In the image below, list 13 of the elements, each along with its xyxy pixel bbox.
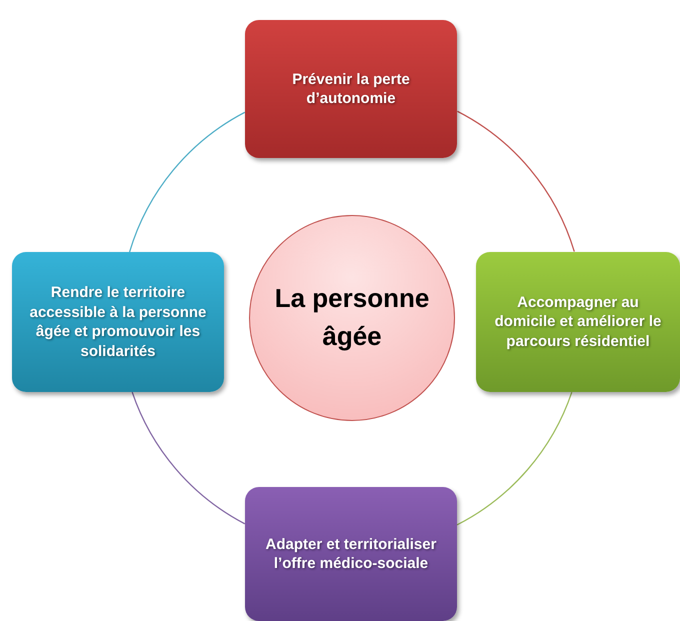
process-box: [12, 252, 224, 392]
center-label: La personne âgée: [274, 282, 430, 353]
process-box: [245, 487, 457, 621]
box-label: Accompagner au domicile et améliorer le parcours résidentiel: [494, 292, 662, 352]
box-label: Rendre le territoire accessible à la personne âgée et promouvoir les solidarités: [28, 283, 208, 361]
connector-arc: [129, 112, 246, 252]
connector-arc: [132, 392, 246, 524]
box-label: Adapter et territorialiser l’offre médico-sociale: [264, 534, 438, 574]
box-label: Prévenir la perte d’autonomie: [291, 70, 411, 108]
process-box: [245, 20, 457, 158]
connector-arc: [456, 392, 572, 526]
process-box: [476, 252, 680, 392]
connector-arc: [457, 110, 575, 252]
